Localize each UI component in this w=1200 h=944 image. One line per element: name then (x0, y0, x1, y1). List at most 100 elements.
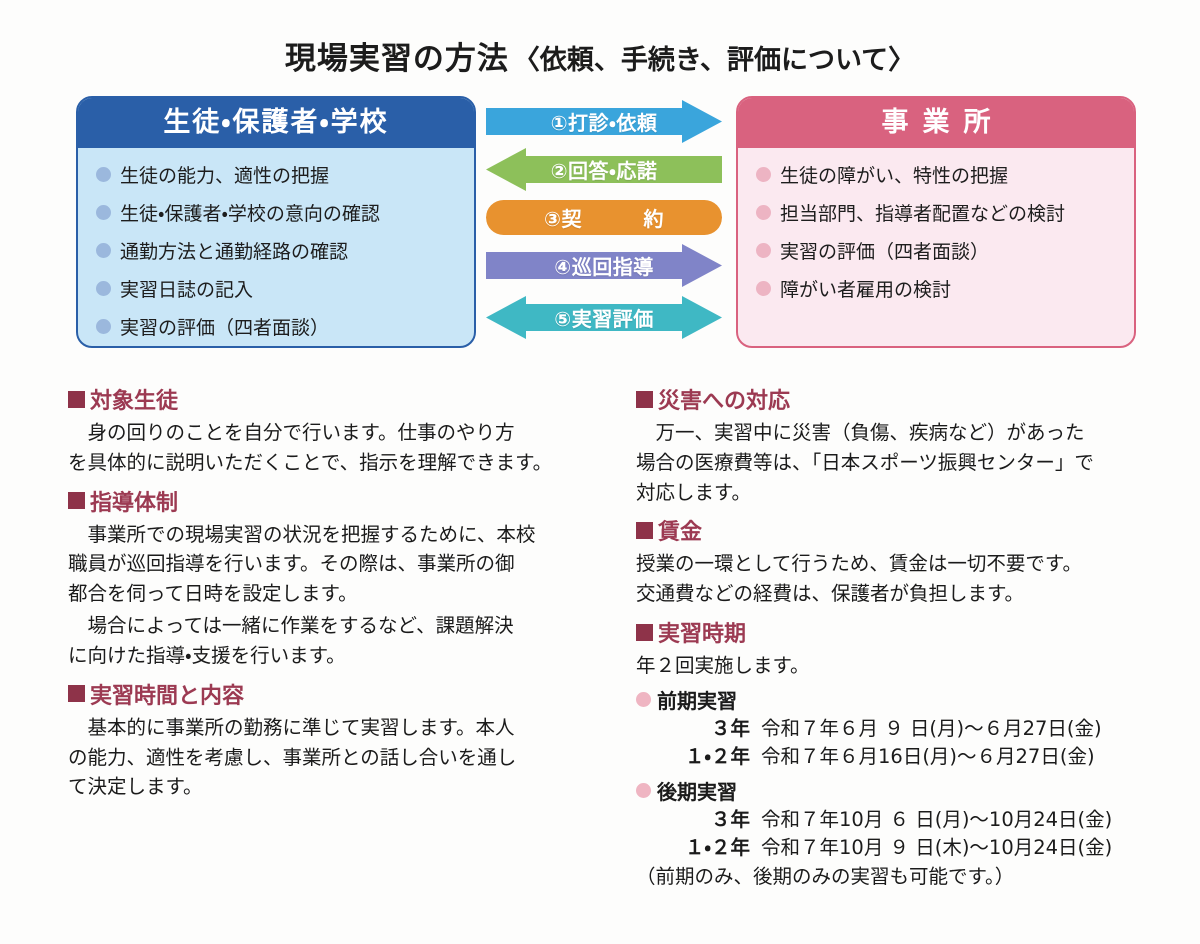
schedule-group-heading-first-term: 前期実習 (636, 685, 1176, 714)
square-marker-icon (636, 390, 653, 408)
schedule-row: １・２年 令和７年10月 ９ 日(木)〜10月24日(金) (636, 834, 1176, 862)
schedule-row: ３年 令和７年６月 ９ 日(月)〜６月27日(金) (636, 715, 1176, 743)
section-heading-label: 指導体制 (90, 490, 179, 516)
arrow-step-4-label: ④巡回指導 (554, 255, 654, 279)
section-heading-label: 実習時間と内容 (90, 683, 245, 709)
arrow-step-2-label: ②回答・応諾 (550, 159, 658, 183)
section-heading-label: 賃金 (658, 520, 703, 546)
schedule-row: １・２年 令和７年６月16日(月)〜６月27日(金) (636, 743, 1176, 771)
page-title-sub: 〈依頼、手続き、評価について〉 (512, 45, 916, 76)
section-target-students: 対象生徒 身の回りのことを自分で行います。仕事のやり方 を具体的に説明いただくこ… (68, 383, 608, 478)
list-item: 生徒の能力、適性の把握 (96, 161, 474, 188)
schedule-date: 令和７年10月 ６ 日(月)〜10月24日(金) (761, 807, 1113, 831)
bullet-dot-icon (96, 281, 111, 296)
panel-students-guardians-school: 生徒・保護者・学校 生徒の能力、適性の把握 生徒・保護者・学校の意向の確認 通勤… (76, 96, 476, 348)
schedule-row: ３年 令和７年10月 ６ 日(月)〜10月24日(金) (636, 806, 1176, 834)
square-marker-icon (68, 685, 85, 703)
arrow-step-3: ③契 約 (486, 196, 722, 239)
section-heading: 賃金 (636, 514, 1176, 546)
list-item: 生徒・保護者・学校の意向の確認 (96, 199, 474, 226)
left-text-column: 対象生徒 身の回りのことを自分で行います。仕事のやり方 を具体的に説明いただくこ… (68, 383, 608, 809)
rounded-bar-icon (486, 200, 722, 235)
bullet-dot-icon (756, 205, 771, 220)
schedule-date: 令和７年10月 ９ 日(木)〜10月24日(金) (761, 835, 1113, 859)
schedule-grade: ３年 (710, 807, 750, 831)
section-heading-label: 実習時期 (658, 622, 747, 648)
arrow-step-3-label: ③契 約 (544, 207, 664, 231)
bullet-dot-icon (96, 205, 111, 220)
bullet-dot-icon (96, 243, 111, 258)
section-heading-label: 対象生徒 (90, 389, 179, 414)
section-training-period: 実習時期 年２回実施します。 前期実習 ３年 令和７年６月 ９ 日(月)〜６月2… (636, 616, 1176, 891)
arrow-step-4: ④巡回指導 (486, 244, 722, 287)
section-guidance-system: 指導体制 事業所での現場実習の状況を把握するために、本校 職員が巡回指導を行いま… (68, 485, 608, 671)
list-item: 実習日誌の記入 (96, 275, 474, 302)
schedule-grade: １・２年 (684, 835, 750, 859)
panel-left-heading: 生徒・保護者・学校 (78, 98, 474, 148)
list-item-label: 実習の評価（四者面談） (120, 317, 330, 339)
list-item-label: 生徒・保護者・学校の意向の確認 (120, 203, 380, 225)
section-paragraph: 事業所での現場実習の状況を把握するために、本校 職員が巡回指導を行います。その際… (68, 522, 536, 606)
schedule-grade: ３年 (710, 716, 750, 740)
arrow-step-5-label: ⑤実習評価 (554, 307, 654, 331)
schedule-date: 令和７年６月 ９ 日(月)〜６月27日(金) (761, 716, 1102, 740)
bullet-dot-icon (96, 167, 111, 182)
list-item-label: 生徒の障がい、特性の把握 (780, 165, 1009, 187)
square-marker-icon (636, 623, 653, 641)
section-heading: 対象生徒 (68, 383, 608, 415)
list-item-label: 障がい者雇用の検討 (780, 279, 952, 301)
section-heading: 実習時期 (636, 616, 1176, 648)
schedule-group-heading-second-term: 後期実習 (636, 776, 1176, 805)
section-wages: 賃金 授業の一環として行うため、賃金は一切不要です。 交通費などの経費は、保護者… (636, 514, 1176, 609)
list-item-label: 担当部門、指導者配置などの検討 (780, 203, 1066, 225)
arrow-step-1-label: ①打診・依頼 (550, 111, 658, 135)
bullet-dot-icon (96, 319, 111, 334)
panel-right-list: 生徒の障がい、特性の把握 担当部門、指導者配置などの検討 実習の評価（四者面談）… (738, 148, 1134, 302)
section-paragraph: 身の回りのことを自分で行います。仕事のやり方 を具体的に説明いただくことで、指示… (68, 421, 553, 474)
bullet-dot-icon (636, 691, 651, 707)
arrow-stack: ①打診・依頼 ②回答・応諾 ③契 約 ④巡回指導 (486, 96, 726, 348)
section-disaster-response: 災害への対応 万一、実習中に災害（負傷、疾病など）があった 場合の医療費等は、「… (636, 383, 1176, 507)
schedule-intro: 年２回実施します。 (636, 654, 810, 678)
list-item: 通勤方法と通勤経路の確認 (96, 237, 474, 264)
section-training-hours-content: 実習時間と内容 基本的に事業所の勤務に準じて実習します。本人 の能力、適性を考慮… (68, 678, 608, 802)
section-paragraph: 場合によっては一緒に作業をするなど、課題解決 に向けた指導・支援を行います。 (68, 614, 514, 667)
section-heading: 指導体制 (68, 485, 608, 517)
panel-right-heading: 事業所 (738, 98, 1134, 148)
square-marker-icon (636, 521, 653, 539)
panel-workplace: 事業所 生徒の障がい、特性の把握 担当部門、指導者配置などの検討 実習の評価（四… (736, 96, 1136, 348)
page-title-main: 現場実習の方法 (284, 41, 509, 77)
bullet-dot-icon (756, 281, 771, 296)
schedule-group-label: 後期実習 (657, 779, 737, 804)
arrow-right-icon (486, 100, 722, 143)
arrow-right-icon (486, 244, 722, 287)
panel-left-list: 生徒の能力、適性の把握 生徒・保護者・学校の意向の確認 通勤方法と通勤経路の確認… (78, 148, 474, 340)
bullet-dot-icon (756, 167, 771, 182)
list-item-label: 通勤方法と通勤経路の確認 (120, 241, 349, 263)
bullet-dot-icon (756, 243, 771, 258)
square-marker-icon (68, 492, 85, 510)
square-marker-icon (68, 390, 85, 408)
list-item: 実習の評価（四者面談） (96, 313, 474, 340)
arrow-step-2: ②回答・応諾 (486, 148, 722, 191)
right-text-column: 災害への対応 万一、実習中に災害（負傷、疾病など）があった 場合の医療費等は、「… (636, 383, 1176, 898)
schedule-date: 令和７年６月16日(月)〜６月27日(金) (761, 745, 1095, 769)
list-item-label: 生徒の能力、適性の把握 (120, 165, 330, 187)
list-item: 実習の評価（四者面談） (756, 237, 1134, 264)
arrow-left-icon (486, 148, 722, 191)
section-heading-label: 災害への対応 (658, 389, 791, 414)
section-paragraph: 授業の一環として行うため、賃金は一切不要です。 交通費などの経費は、保護者が負担… (636, 552, 1082, 606)
arrow-step-1: ①打診・依頼 (486, 100, 722, 143)
schedule-note: （前期のみ、後期のみの実習も可能です。） (636, 865, 1015, 889)
page-title: 現場実習の方法〈依頼、手続き、評価について〉 (0, 33, 1200, 78)
section-paragraph: 基本的に事業所の勤務に準じて実習します。本人 の能力、適性を考慮し、事業所との話… (68, 715, 517, 799)
arrow-step-5: ⑤実習評価 (486, 296, 722, 339)
section-heading: 実習時間と内容 (68, 678, 608, 710)
section-paragraph: 万一、実習中に災害（負傷、疾病など）があった 場合の医療費等は、「日本スポーツ振… (636, 421, 1094, 504)
section-heading: 災害への対応 (636, 383, 1176, 415)
schedule-grade: １・２年 (684, 745, 750, 769)
process-diagram: 生徒・保護者・学校 生徒の能力、適性の把握 生徒・保護者・学校の意向の確認 通勤… (0, 96, 1200, 354)
list-item: 担当部門、指導者配置などの検討 (756, 199, 1134, 226)
arrow-bidirectional-icon (486, 296, 722, 339)
